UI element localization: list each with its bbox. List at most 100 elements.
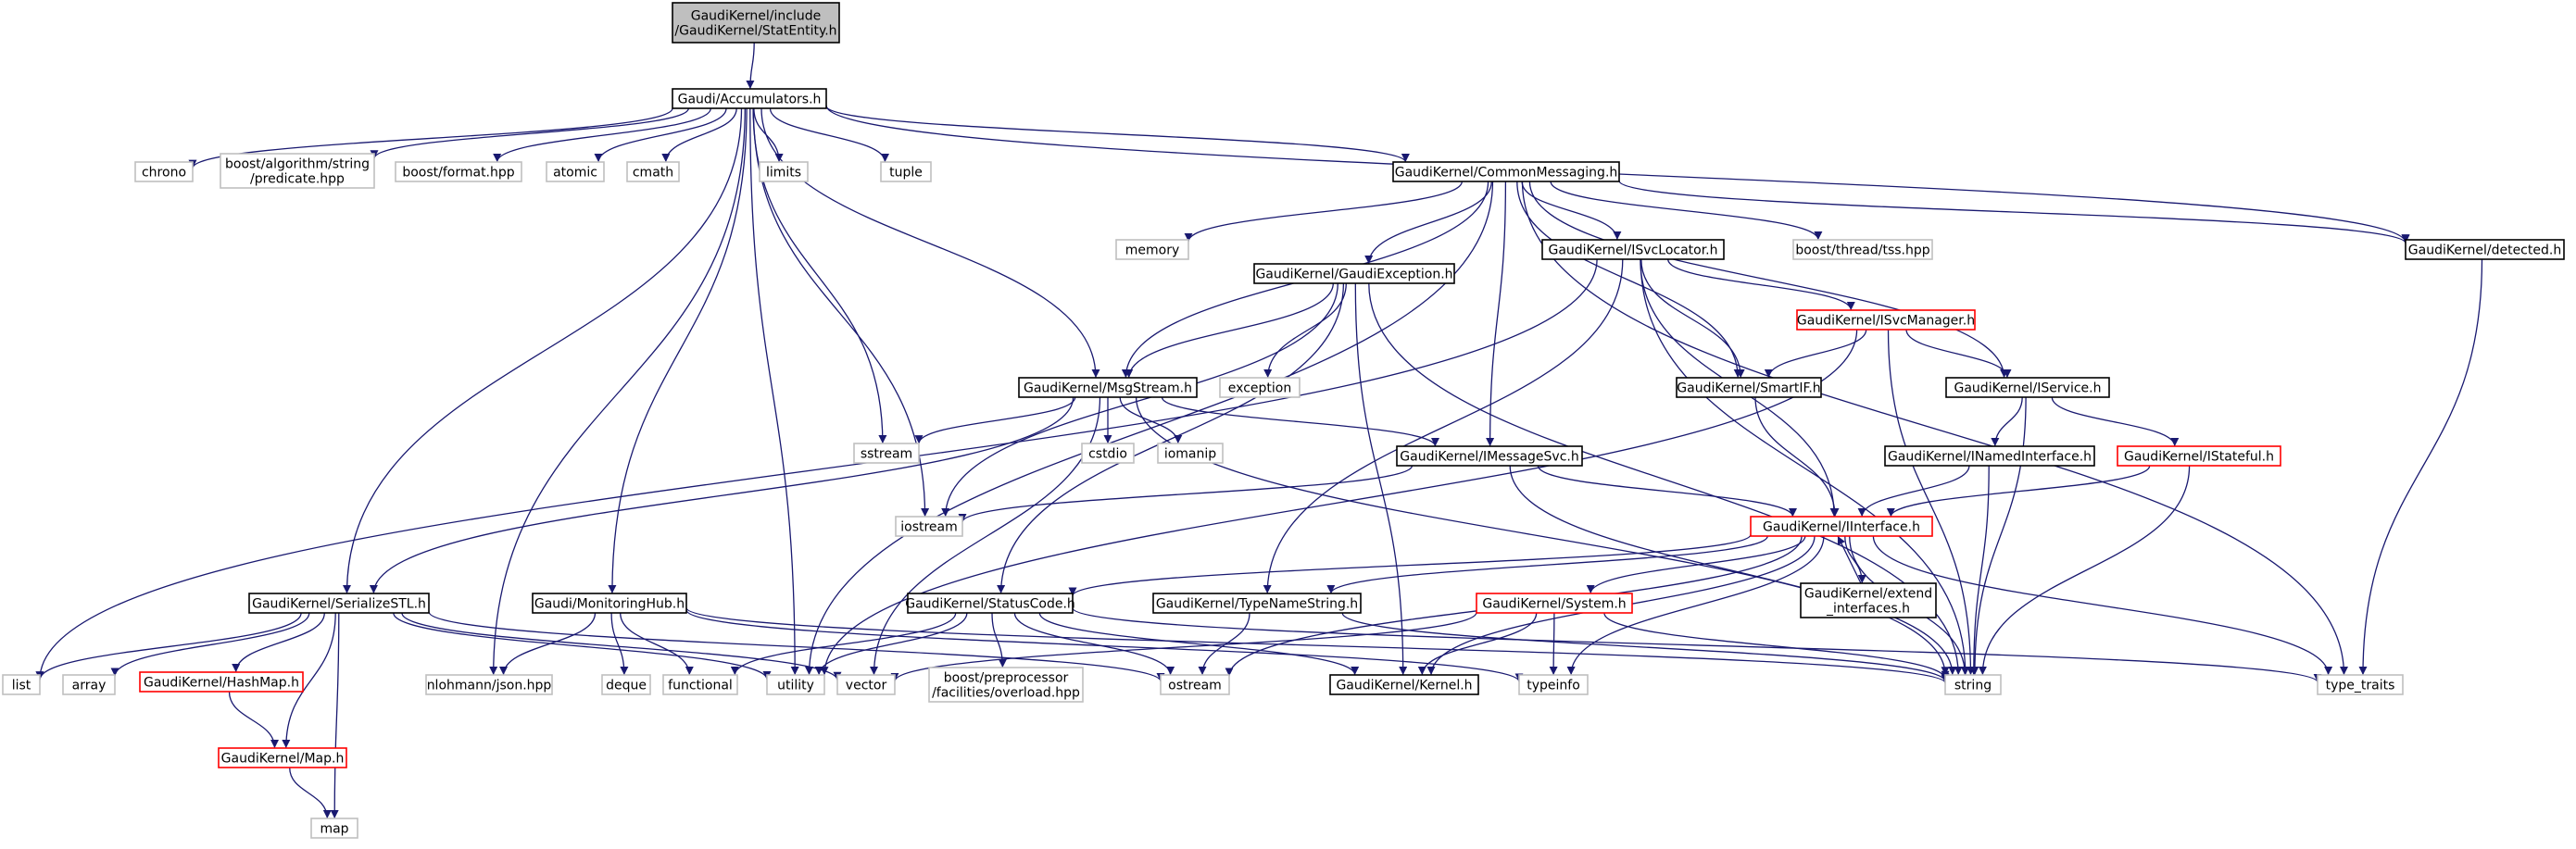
edge-statuscode-to-utility — [814, 612, 968, 676]
edge-iservice-to-istateful — [2051, 396, 2180, 447]
node-gaudikernel-statuscode-h[interactable]: GaudiKernel/StatusCode.h — [905, 593, 1075, 614]
node-nlohmann-json-hpp: nlohmann/json.hpp — [425, 674, 553, 695]
node-box — [2405, 239, 2565, 260]
node-box — [1944, 674, 2002, 695]
edge-isvcloc-to-isvcmgr — [1667, 258, 1855, 311]
node-box — [626, 161, 680, 182]
node-gaudikernel-smartif-h[interactable]: GaudiKernel/SmartIF.h — [1676, 377, 1822, 398]
edge-msgstream-to-sstream — [914, 396, 1076, 444]
node-boost-thread-tss-hpp: boost/thread/tss.hpp — [1792, 239, 1933, 260]
node-gaudikernel-typenamestring-h[interactable]: GaudiKernel/TypeNameString.h — [1152, 593, 1362, 614]
node-label: _interfaces.h — [1826, 602, 1910, 617]
node-box — [1676, 377, 1822, 398]
node-label: GaudiKernel/ISvcLocator.h — [1548, 243, 1717, 258]
edge-serialize-to-array — [110, 612, 310, 677]
node-label: boost/preprocessor — [944, 671, 1069, 686]
node-label: Gaudi/MonitoringHub.h — [534, 597, 685, 612]
node-label: GaudiKernel/detected.h — [2408, 243, 2561, 258]
node-gaudikernel-msgstream-h[interactable]: GaudiKernel/MsgStream.h — [1018, 377, 1198, 398]
edge-statuscode-to-typetraits — [1072, 607, 2322, 683]
edge-iinterface-to-system — [1586, 535, 1806, 594]
edge-system-to-string — [1603, 612, 1950, 680]
node-gaudikernel-extend-interfaces-h[interactable]: GaudiKernel/extend_interfaces.h — [1800, 582, 1937, 618]
node-map: map — [310, 818, 358, 839]
edge-gexc-to-kernel — [1354, 282, 1408, 676]
node-box — [759, 161, 809, 182]
node-box — [1392, 161, 1620, 182]
node-gaudikernel-serializestl-h[interactable]: GaudiKernel/SerializeSTL.h — [248, 593, 430, 614]
node-gaudi-monitoringhub-h[interactable]: Gaudi/MonitoringHub.h — [532, 593, 687, 614]
node-box — [853, 443, 920, 464]
edge-acc-to-monhub — [608, 107, 748, 594]
node-label: exception — [1228, 381, 1291, 396]
node-gaudikernel-kernel-h[interactable]: GaudiKernel/Kernel.h — [1329, 674, 1479, 695]
edge-monhub-to-functional — [620, 612, 694, 676]
node-gaudikernel-hashmap-h[interactable]: GaudiKernel/HashMap.h — [139, 671, 304, 693]
edge-statuscode-to-functional — [730, 612, 957, 676]
node-gaudikernel-isvclocator-h[interactable]: GaudiKernel/ISvcLocator.h — [1541, 239, 1725, 260]
edge-iinterface-to-typename — [1326, 535, 1768, 594]
node-iostream: iostream — [895, 516, 963, 537]
edge-detected-to-typetraits — [2358, 258, 2483, 676]
edge-hashmap-to-map_h — [228, 691, 279, 749]
node-label: deque — [606, 679, 647, 693]
node-box — [1541, 239, 1725, 260]
node-label: GaudiKernel/INamedInterface.h — [1888, 450, 2092, 465]
node-label: /GaudiKernel/StatEntity.h — [674, 24, 836, 39]
node-label: ostream — [1168, 679, 1222, 693]
node-box — [672, 2, 840, 44]
edge-gexc-to-msgstream — [1125, 282, 1334, 379]
node-label: GaudiKernel/SerializeSTL.h — [252, 597, 426, 612]
edge-iinterface-to-statuscode — [1068, 533, 1752, 597]
edge-isvcloc-to-typename — [1263, 258, 1624, 594]
node-gaudikernel-istateful-h[interactable]: GaudiKernel/IStateful.h — [2117, 445, 2281, 467]
node-box — [62, 674, 116, 695]
node-label: vector — [846, 679, 887, 693]
node-gaudikernel-iservice-h[interactable]: GaudiKernel/IService.h — [1945, 377, 2110, 398]
node-vector: vector — [836, 674, 896, 695]
node-gaudikernel-gaudiexception-h[interactable]: GaudiKernel/GaudiException.h — [1253, 263, 1455, 284]
node-sstream: sstream — [853, 443, 920, 464]
node-cmath: cmath — [626, 161, 680, 182]
node-limits: limits — [759, 161, 809, 182]
node-label: Gaudi/Accumulators.h — [678, 93, 822, 107]
edge-inamed-to-string — [1969, 465, 1990, 676]
edge-common-to-memory — [1184, 181, 1463, 243]
node-label: GaudiKernel/CommonMessaging.h — [1395, 166, 1618, 181]
node-gaudikernel-system-h[interactable]: GaudiKernel/System.h — [1476, 593, 1633, 614]
node-gaudikernel-include-gaudikernel-statentity-h[interactable]: GaudiKernel/include/GaudiKernel/StatEnti… — [672, 2, 840, 44]
node-label: GaudiKernel/MsgStream.h — [1024, 381, 1192, 396]
edge-imsgsvc-to-string — [1509, 465, 1957, 676]
node-label: GaudiKernel/StatusCode.h — [905, 597, 1075, 612]
node-box — [248, 593, 430, 614]
edge-isvcmgr-to-smartif — [1764, 329, 1867, 379]
edge-common-to-typetraits — [1521, 181, 2348, 676]
node-gaudikernel-detected-h[interactable]: GaudiKernel/detected.h — [2405, 239, 2565, 260]
edge-system-to-typeinfo — [1549, 612, 1558, 676]
node-label: sstream — [861, 447, 912, 462]
node-gaudikernel-iinterface-h[interactable]: GaudiKernel/IInterface.h — [1750, 516, 1933, 537]
node-label: type_traits — [2326, 679, 2395, 693]
node-box — [532, 593, 687, 614]
node-label: GaudiKernel/extend — [1804, 587, 1932, 602]
node-gaudikernel-map-h[interactable]: GaudiKernel/Map.h — [218, 747, 347, 768]
node-gaudikernel-isvcmanager-h[interactable]: GaudiKernel/ISvcManager.h — [1796, 309, 1976, 331]
node-gaudikernel-imessagesvc-h[interactable]: GaudiKernel/IMessageSvc.h — [1396, 445, 1583, 467]
node-gaudi-accumulators-h[interactable]: Gaudi/Accumulators.h — [672, 88, 827, 109]
edge-common-to-gexc — [1364, 181, 1492, 265]
edge-isvcloc-to-smartif — [1640, 258, 1745, 379]
node-label: GaudiKernel/ISvcManager.h — [1797, 314, 1975, 329]
edge-msgstream-to-iomanip — [1119, 396, 1183, 444]
node-label: utility — [777, 679, 814, 693]
node-ostream: ostream — [1160, 674, 1230, 695]
edge-acc-to-common — [825, 105, 1410, 163]
node-box — [895, 516, 963, 537]
edge-statuscode-to-ostream — [1013, 612, 1175, 676]
edge-isvcmgr-to-iservice — [1905, 329, 2012, 379]
edge-acc-to-boostfmt — [493, 107, 711, 163]
node-cstdio: cstdio — [1081, 443, 1135, 464]
node-gaudikernel-commonmessaging-h[interactable]: GaudiKernel/CommonMessaging.h — [1392, 161, 1620, 182]
node-gaudikernel-inamedinterface-h[interactable]: GaudiKernel/INamedInterface.h — [1884, 445, 2095, 467]
node-label: GaudiKernel/IStateful.h — [2124, 450, 2274, 465]
node-boost-format-hpp: boost/format.hpp — [395, 161, 522, 182]
